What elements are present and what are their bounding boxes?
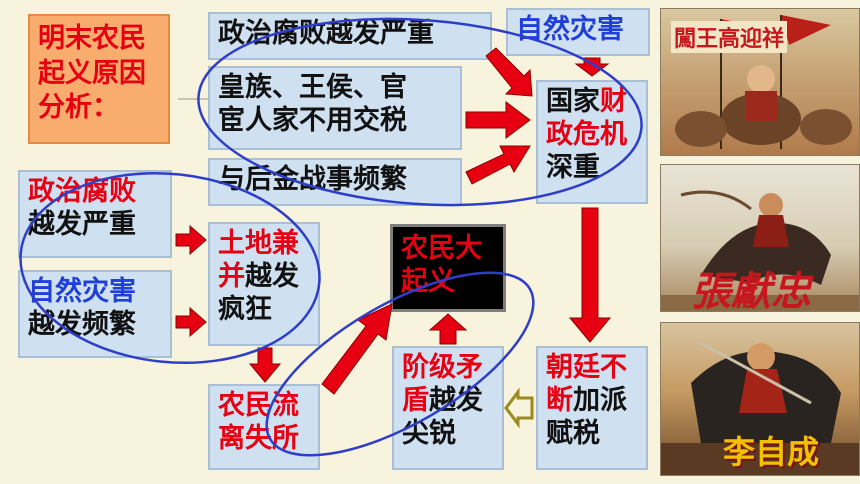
court-l2a: 断: [546, 384, 573, 416]
uprising-l1: 农民大: [401, 233, 482, 264]
court-l1: 朝廷不: [546, 352, 627, 383]
land-annexation-box: 土地兼 并越发 疯狂: [208, 222, 320, 346]
crisis-l2: 政危机: [546, 118, 627, 150]
arrow-war-to-crisis: [465, 145, 531, 185]
peasant-uprising-box: 农民大 起义: [390, 224, 506, 312]
title-line-3: 分析：: [38, 92, 119, 124]
cause-war-text: 与后金战事频繁: [218, 164, 407, 195]
crisis-l3: 深重: [546, 151, 600, 183]
court-l2b: 加派: [573, 384, 627, 416]
land-l2b: 越发: [245, 260, 299, 292]
court-l3: 赋税: [546, 417, 600, 449]
crisis-l1b: 财: [600, 86, 627, 117]
warrior-scene-illustration: [661, 341, 859, 475]
crisis-l1a: 国家: [546, 86, 600, 117]
arrow-leftdis-to-land: [175, 306, 207, 338]
cause-nobility-box: 皇族、王侯、官 宦人家不用交税: [208, 66, 462, 150]
conflict-l2a: 盾: [402, 384, 429, 416]
court-taxes-box: 朝廷不 断加派 赋税: [536, 346, 648, 470]
ellipse-top-causes: [197, 17, 643, 207]
left-corruption-a: 政治腐败: [28, 176, 136, 207]
caption-zhang-xianzhong: 張獻忠: [691, 268, 811, 312]
left-disaster-box: 自然灾害 越发频繁: [18, 270, 172, 358]
displaced-l1: 农民流: [218, 390, 299, 421]
land-l2a: 并: [218, 260, 245, 292]
cause-nobility-line-1: 皇族、王侯、官: [218, 72, 407, 103]
arrow-court-to-conflict: [504, 387, 534, 429]
arrow-conflict-to-uprising: [428, 313, 468, 345]
title-line-1: 明末农民: [38, 23, 146, 54]
rider-scene-illustration: [661, 190, 859, 311]
arrow-disaster-to-crisis: [574, 57, 610, 77]
fiscal-crisis-box: 国家财 政危机 深重: [536, 80, 648, 204]
cause-war-box: 与后金战事频繁: [208, 158, 462, 206]
arrow-crisis-to-court: [568, 207, 612, 343]
arrow-nobility-to-crisis: [465, 101, 531, 139]
arrow-land-to-displaced: [248, 347, 282, 383]
class-conflict-box: 阶级矛 盾越发 尖锐: [392, 346, 504, 470]
ellipse-left-causes: [19, 171, 321, 365]
cause-nobility-line-2: 宦人家不用交税: [218, 104, 407, 136]
title-line-2: 起义原因: [38, 57, 146, 89]
conflict-l3: 尖锐: [402, 417, 456, 449]
banner-scene-illustration: [675, 15, 852, 149]
left-corruption-b: 越发严重: [28, 208, 136, 240]
portrait-li-zicheng: 李自成: [660, 322, 860, 476]
arrow-leftcorr-to-land: [175, 224, 207, 256]
left-disaster-a: 自然灾害: [28, 276, 136, 307]
portrait-gao-yingxiang: 闖王高迎祥: [660, 8, 860, 156]
slide-title: 明末农民 起义原因 分析：: [28, 14, 170, 144]
arrow-corruption-to-crisis: [485, 47, 533, 97]
divider-line: [178, 98, 208, 100]
arrow-displaced-to-uprising: [321, 303, 393, 395]
left-corruption-box: 政治腐败 越发严重: [18, 170, 172, 258]
land-l1: 土地兼: [218, 228, 299, 259]
displaced-l2: 离失所: [218, 422, 299, 454]
portrait-zhang-xianzhong: 張獻忠: [660, 164, 860, 312]
conflict-l1: 阶级矛: [402, 352, 483, 383]
land-l3: 疯狂: [218, 293, 272, 325]
caption-li-zicheng: 李自成: [723, 433, 820, 471]
ellipse-bottom-path: [265, 271, 535, 457]
caption-gao-yingxiang: 闖王高迎祥: [671, 21, 788, 53]
cause-disaster-box: 自然灾害: [506, 8, 650, 56]
